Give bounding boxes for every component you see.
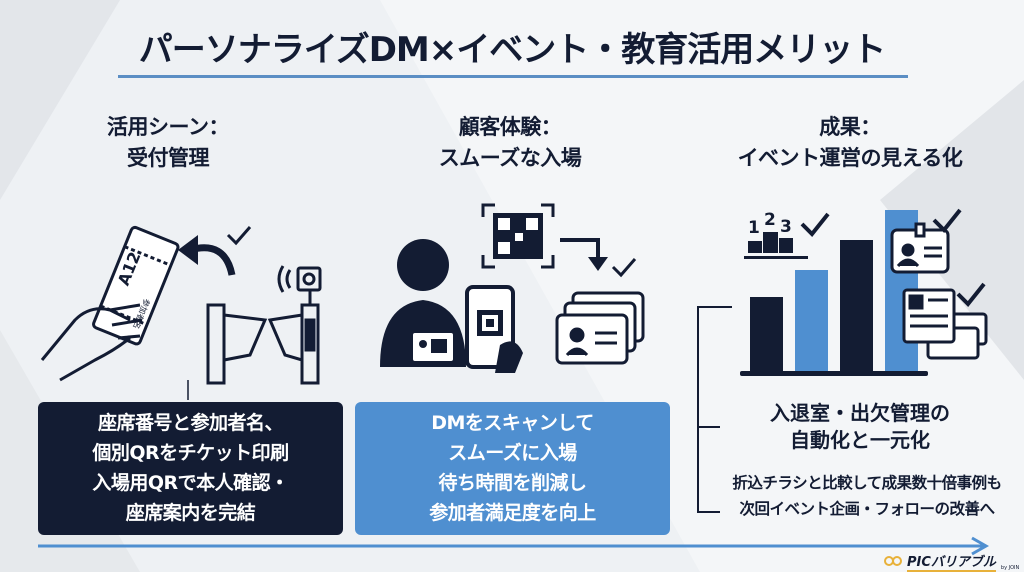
turnstile-gate-icon <box>206 290 320 385</box>
heading-reception: 活用シーン： 受付管理 <box>58 112 278 174</box>
title-underline <box>118 75 908 78</box>
results-illustration: 1 2 3 <box>697 208 988 513</box>
qr-scan-icon <box>481 203 555 269</box>
experience-description-box: DMをスキャンして スムーズに入場 待ち時間を削減し 参加者満足度を向上 <box>355 402 670 535</box>
box-line: 待ち時間を削減し <box>438 472 587 494</box>
logo-sub: by JOIN <box>1000 565 1020 571</box>
heading-line: スムーズな入場 <box>438 146 582 170</box>
smartphone-qr-icon <box>465 285 523 373</box>
result-line: 自動化と一元化 <box>790 428 930 452</box>
logo: PICバリアブル by JOIN <box>884 551 1024 572</box>
check-icon <box>800 212 830 237</box>
reception-description-box: 座席番号と参加者名、 個別QRをチケット印刷 入場用QRで本人確認・ 座席案内を… <box>38 402 343 535</box>
chart-bar <box>840 240 873 373</box>
heading-results: 成果： イベント運営の見える化 <box>690 112 1010 174</box>
podium-label: 1 <box>748 218 760 238</box>
page-title: パーソナライズDM×イベント・教育活用メリット <box>138 30 887 70</box>
progress-arrow <box>38 536 990 556</box>
podium-icon: 1 2 3 <box>744 210 808 259</box>
chart-bar <box>750 297 783 373</box>
logo-text: PICバリアブル <box>907 551 996 572</box>
chart-bar <box>795 270 828 373</box>
heading-line: 活用シーン： <box>107 115 229 139</box>
reception-illustration: A12 参加者名 <box>40 225 322 400</box>
hand-holding-ticket-icon: A12 参加者名 <box>40 225 180 382</box>
documents-icon <box>902 288 988 360</box>
heading-line: 受付管理 <box>127 146 210 170</box>
results-note: 折込チラシと比較して成果数十倍事例も 次回イベント企画・フォローの改善へ <box>712 470 1022 522</box>
heading-line: 成果： <box>819 115 881 139</box>
check-icon <box>226 226 252 246</box>
podium-label: 2 <box>764 210 776 230</box>
heading-experience: 顧客体験： スムーズな入場 <box>400 112 620 174</box>
box-line: 座席案内を完結 <box>125 502 256 524</box>
podium-label: 3 <box>780 217 792 237</box>
experience-illustration <box>380 203 645 373</box>
heading-line: 顧客体験： <box>458 115 562 139</box>
results-summary: 入退室・出欠管理の 自動化と一元化 <box>710 400 1010 454</box>
logo-mark-icon <box>884 556 902 566</box>
note-line: 次回イベント企画・フォローの改善へ <box>739 500 995 518</box>
heading-line: イベント運営の見える化 <box>737 146 963 170</box>
id-card-icon <box>890 222 950 274</box>
result-line: 入退室・出欠管理の <box>770 401 950 425</box>
id-cards-icon <box>555 291 645 365</box>
box-line: スムーズに入場 <box>448 442 577 464</box>
box-line: 座席番号と参加者名、 <box>97 412 284 434</box>
note-line: 折込チラシと比較して成果数十倍事例も <box>732 474 1002 492</box>
box-line: 個別QRをチケット印刷 <box>92 442 289 464</box>
bracket-line <box>697 306 732 513</box>
chart-baseline <box>740 371 928 376</box>
check-icon <box>932 208 962 233</box>
box-line: DMをスキャンして <box>431 412 594 434</box>
arrow-down-icon <box>560 238 600 260</box>
camera-scanner-icon <box>277 265 322 293</box>
check-icon <box>956 282 986 307</box>
box-line: 参加者満足度を向上 <box>429 502 596 524</box>
person-badge-icon <box>380 239 466 367</box>
check-icon <box>611 258 637 278</box>
box-line: 入場用QRで本人確認・ <box>92 472 289 494</box>
